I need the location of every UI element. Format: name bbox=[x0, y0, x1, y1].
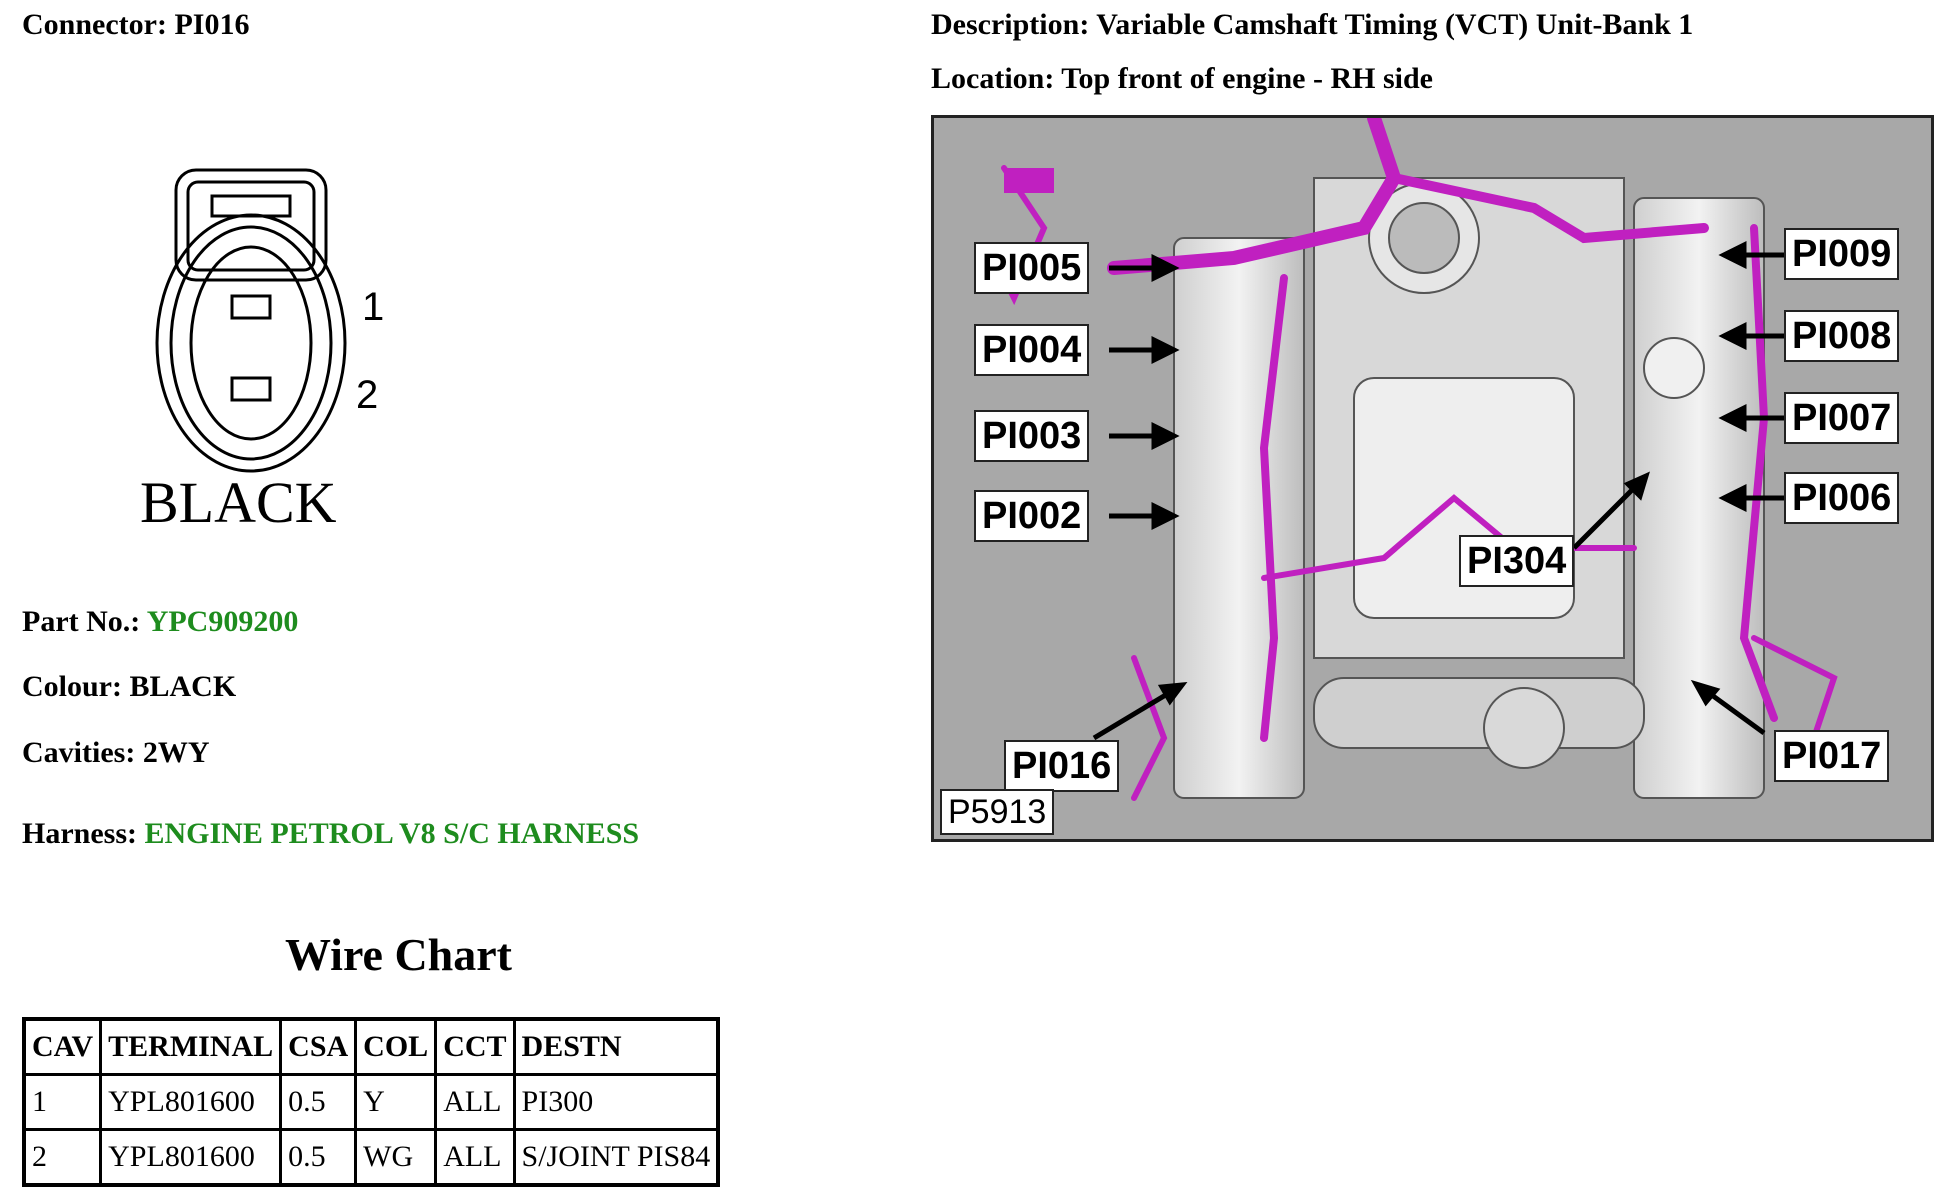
part-label: Part No.: bbox=[22, 605, 141, 638]
wiring-harness bbox=[991, 118, 1838, 801]
colour-line: Colour: BLACK bbox=[22, 670, 236, 704]
figure-id-label: P5913 bbox=[940, 789, 1055, 835]
callout-pi008: PI008 bbox=[1784, 310, 1900, 362]
wire-chart-table: CAV TERMINAL CSA COL CCT DESTN 1 YPL8016… bbox=[22, 1017, 721, 1187]
front-pipes bbox=[1313, 677, 1645, 749]
cavities-label: Cavities: bbox=[22, 736, 136, 769]
cell-col: Y bbox=[354, 1073, 438, 1131]
location-value: Top front of engine - RH side bbox=[1061, 62, 1434, 95]
cavity-1 bbox=[230, 294, 272, 320]
table-row: 1 YPL801600 0.5 Y ALL PI300 bbox=[22, 1073, 720, 1131]
harness-link[interactable]: ENGINE PETROL V8 S/C HARNESS bbox=[144, 817, 640, 850]
colour-label: Colour: bbox=[22, 670, 122, 703]
connector-value: PI016 bbox=[174, 8, 250, 41]
harness-label: Harness: bbox=[22, 817, 137, 850]
wire-chart-title: Wire Chart bbox=[285, 929, 512, 980]
header-cav: CAV bbox=[22, 1017, 103, 1076]
header-csa: CSA bbox=[279, 1017, 358, 1076]
description-label: Description: bbox=[931, 8, 1090, 41]
engine-location-figure: PI005 PI004 PI003 PI002 PI009 PI008 PI00… bbox=[931, 115, 1934, 842]
part-number: Part No.: YPC909200 bbox=[22, 605, 298, 639]
callout-pi002: PI002 bbox=[974, 490, 1090, 542]
callout-pi004: PI004 bbox=[974, 324, 1090, 376]
cavity-2 bbox=[230, 376, 272, 402]
callout-pi006: PI006 bbox=[1784, 472, 1900, 524]
part-link[interactable]: YPC909200 bbox=[146, 605, 299, 638]
table-header-row: CAV TERMINAL CSA COL CCT DESTN bbox=[22, 1017, 720, 1076]
connector-latch-tab bbox=[210, 194, 292, 218]
header-cct: CCT bbox=[434, 1017, 516, 1076]
connector-shell-outer bbox=[155, 213, 347, 473]
cavities-line: Cavities: 2WY bbox=[22, 736, 209, 770]
connector-label: Connector: bbox=[22, 8, 167, 41]
callout-pi007: PI007 bbox=[1784, 392, 1900, 444]
cell-cav: 2 bbox=[22, 1128, 103, 1187]
location-heading: Location: Top front of engine - RH side bbox=[931, 62, 1433, 96]
header-col: COL bbox=[354, 1017, 438, 1076]
cell-cct: ALL bbox=[434, 1073, 516, 1131]
connector-latch-outer bbox=[174, 168, 328, 282]
callout-pi003: PI003 bbox=[974, 410, 1090, 462]
cavities-value: 2WY bbox=[142, 736, 210, 769]
pulley bbox=[1483, 687, 1565, 769]
header-terminal: TERMINAL bbox=[99, 1017, 283, 1076]
cell-col: WG bbox=[354, 1128, 438, 1187]
harness-line: Harness: ENGINE PETROL V8 S/C HARNESS bbox=[22, 817, 639, 851]
header-destn: DESTN bbox=[512, 1017, 720, 1076]
callout-pi005: PI005 bbox=[974, 242, 1090, 294]
callout-pi016: PI016 bbox=[1004, 740, 1120, 792]
cell-terminal: YPL801600 bbox=[99, 1073, 283, 1131]
throttle-body-inner bbox=[1388, 202, 1460, 274]
callout-pi017: PI017 bbox=[1774, 730, 1890, 782]
pin-2-label: 2 bbox=[356, 373, 378, 417]
cell-terminal: YPL801600 bbox=[99, 1128, 283, 1187]
colour-value: BLACK bbox=[129, 670, 237, 703]
connector-colour-text: BLACK bbox=[140, 470, 337, 535]
description-value: Variable Camshaft Timing (VCT) Unit-Bank… bbox=[1096, 8, 1694, 41]
description-heading: Description: Variable Camshaft Timing (V… bbox=[931, 8, 1693, 42]
callout-pi304: PI304 bbox=[1459, 535, 1575, 587]
pin-1-label: 1 bbox=[362, 285, 384, 329]
callout-pi009: PI009 bbox=[1784, 228, 1900, 280]
connector-face-drawing: 1 2 BLACK bbox=[140, 168, 384, 535]
callout-arrows bbox=[1092, 240, 1784, 741]
cell-csa: 0.5 bbox=[279, 1128, 358, 1187]
table-row: 2 YPL801600 0.5 WG ALL S/JOINT PIS84 bbox=[22, 1128, 720, 1187]
cell-cct: ALL bbox=[434, 1128, 516, 1187]
connector-shell-mid bbox=[169, 225, 333, 461]
connector-heading: Connector: PI016 bbox=[22, 8, 249, 42]
oil-cap bbox=[1643, 337, 1705, 399]
cell-csa: 0.5 bbox=[279, 1073, 358, 1131]
connector-shell-inner bbox=[189, 245, 313, 441]
left-cam-cover bbox=[1173, 237, 1305, 799]
cell-cav: 1 bbox=[22, 1073, 103, 1131]
cell-destn: S/JOINT PIS84 bbox=[512, 1128, 720, 1187]
location-label: Location: bbox=[931, 62, 1055, 95]
connector-latch-inner bbox=[186, 180, 316, 272]
cell-destn: PI300 bbox=[512, 1073, 720, 1131]
